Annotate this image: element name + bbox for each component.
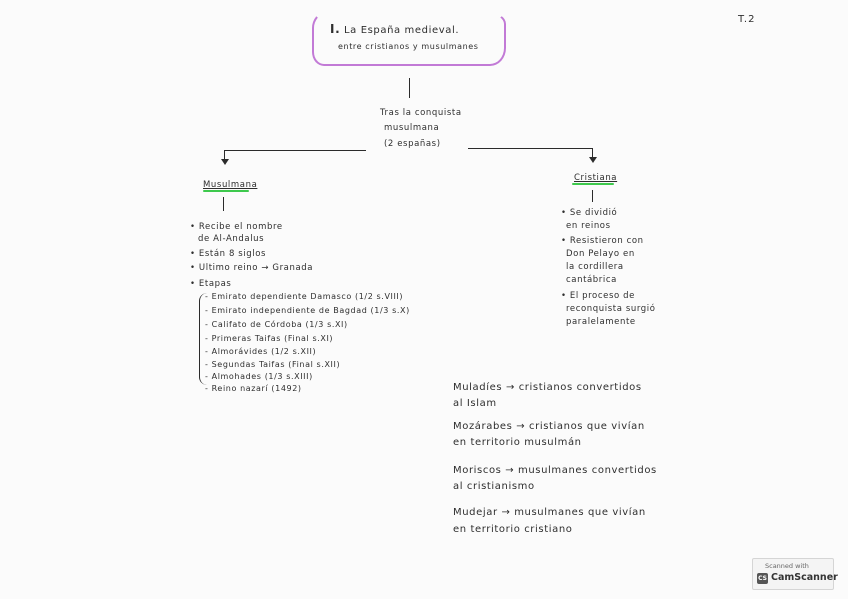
heading-musulmana-highlight bbox=[203, 190, 249, 192]
left-bullet-3: • Ultimo reino → Granada bbox=[190, 263, 314, 273]
definition-3-cont: al cristianismo bbox=[453, 481, 535, 492]
right-bullet-3-cont-2: paralelamente bbox=[566, 317, 636, 327]
etapas-brace bbox=[199, 293, 208, 385]
left-bullet-1-cont: de Al-Andalus bbox=[198, 234, 265, 244]
right-arrow-icon bbox=[589, 157, 597, 163]
right-bullet-3: • El proceso de bbox=[561, 291, 635, 301]
camscanner-badge: Scanned with CS CamScanner bbox=[752, 558, 838, 590]
definition-2-cont: en territorio musulmán bbox=[453, 437, 582, 448]
center-line-1: Tras la conquista bbox=[380, 108, 462, 118]
right-branch-drop bbox=[592, 148, 594, 158]
heading-cristiana: Cristiana bbox=[574, 173, 618, 183]
right-branch-line bbox=[468, 148, 592, 150]
heading-musulmana: Musulmana bbox=[203, 180, 258, 190]
etapa-4: - Primeras Taifas (Final s.XI) bbox=[205, 334, 334, 343]
title-line-1: La España medieval. bbox=[344, 25, 460, 36]
page-title: I. La España medieval. bbox=[330, 22, 459, 36]
left-arrow-icon bbox=[221, 159, 229, 165]
definition-1-cont: al Islam bbox=[453, 398, 497, 409]
etapa-2: - Emirato independiente de Bagdad (1/3 s… bbox=[205, 306, 410, 315]
camscanner-name: CamScanner bbox=[771, 572, 838, 583]
right-bullet-2-cont-2: la cordillera bbox=[566, 262, 624, 272]
left-bullet-2: • Están 8 siglos bbox=[190, 249, 267, 259]
definition-2: Mozárabes → cristianos que vivían bbox=[453, 421, 645, 432]
left-branch-line bbox=[224, 150, 366, 152]
definition-4-cont: en territorio cristiano bbox=[453, 524, 573, 535]
definition-4: Mudejar → musulmanes que vivían bbox=[453, 507, 646, 518]
etapa-3: - Califato de Córdoba (1/3 s.XI) bbox=[205, 320, 348, 329]
etapa-5: - Almorávides (1/2 s.XII) bbox=[205, 347, 317, 356]
center-line-2: musulmana bbox=[384, 123, 440, 133]
title-frame bbox=[312, 12, 506, 66]
etapa-1: - Emirato dependiente Damasco (1/2 s.VII… bbox=[205, 292, 404, 301]
title-connector bbox=[409, 78, 411, 98]
right-heading-connector bbox=[592, 190, 594, 202]
definition-1: Muladíes → cristianos convertidos bbox=[453, 382, 642, 393]
title-number: I. bbox=[330, 22, 341, 36]
heading-cristiana-highlight bbox=[572, 183, 614, 185]
right-bullet-2-cont-3: cantábrica bbox=[566, 275, 617, 285]
center-line-3: (2 españas) bbox=[384, 139, 441, 149]
title-line-2: entre cristianos y musulmanes bbox=[338, 42, 479, 51]
right-bullet-3-cont-1: reconquista surgió bbox=[566, 304, 656, 314]
left-bullet-4: • Etapas bbox=[190, 279, 232, 289]
right-bullet-1: • Se dividió bbox=[561, 208, 618, 218]
right-bullet-2: • Resistieron con bbox=[561, 236, 644, 246]
camscanner-logo-icon: CS bbox=[757, 573, 768, 584]
right-bullet-1-cont: en reinos bbox=[566, 221, 611, 231]
scanned-with-label: Scanned with bbox=[765, 562, 809, 570]
etapa-6: - Segundas Taifas (Final s.XII) bbox=[205, 360, 341, 369]
etapa-7: - Almohades (1/3 s.XIII) bbox=[205, 372, 313, 381]
topic-number: T.2 bbox=[738, 14, 756, 25]
right-bullet-2-cont-1: Don Pelayo en bbox=[566, 249, 635, 259]
left-bullet-1: • Recibe el nombre bbox=[190, 222, 283, 232]
definition-3: Moriscos → musulmanes convertidos bbox=[453, 465, 657, 476]
left-heading-connector bbox=[223, 197, 225, 211]
left-branch-drop bbox=[224, 150, 226, 160]
etapa-8: - Reino nazarí (1492) bbox=[205, 384, 302, 393]
